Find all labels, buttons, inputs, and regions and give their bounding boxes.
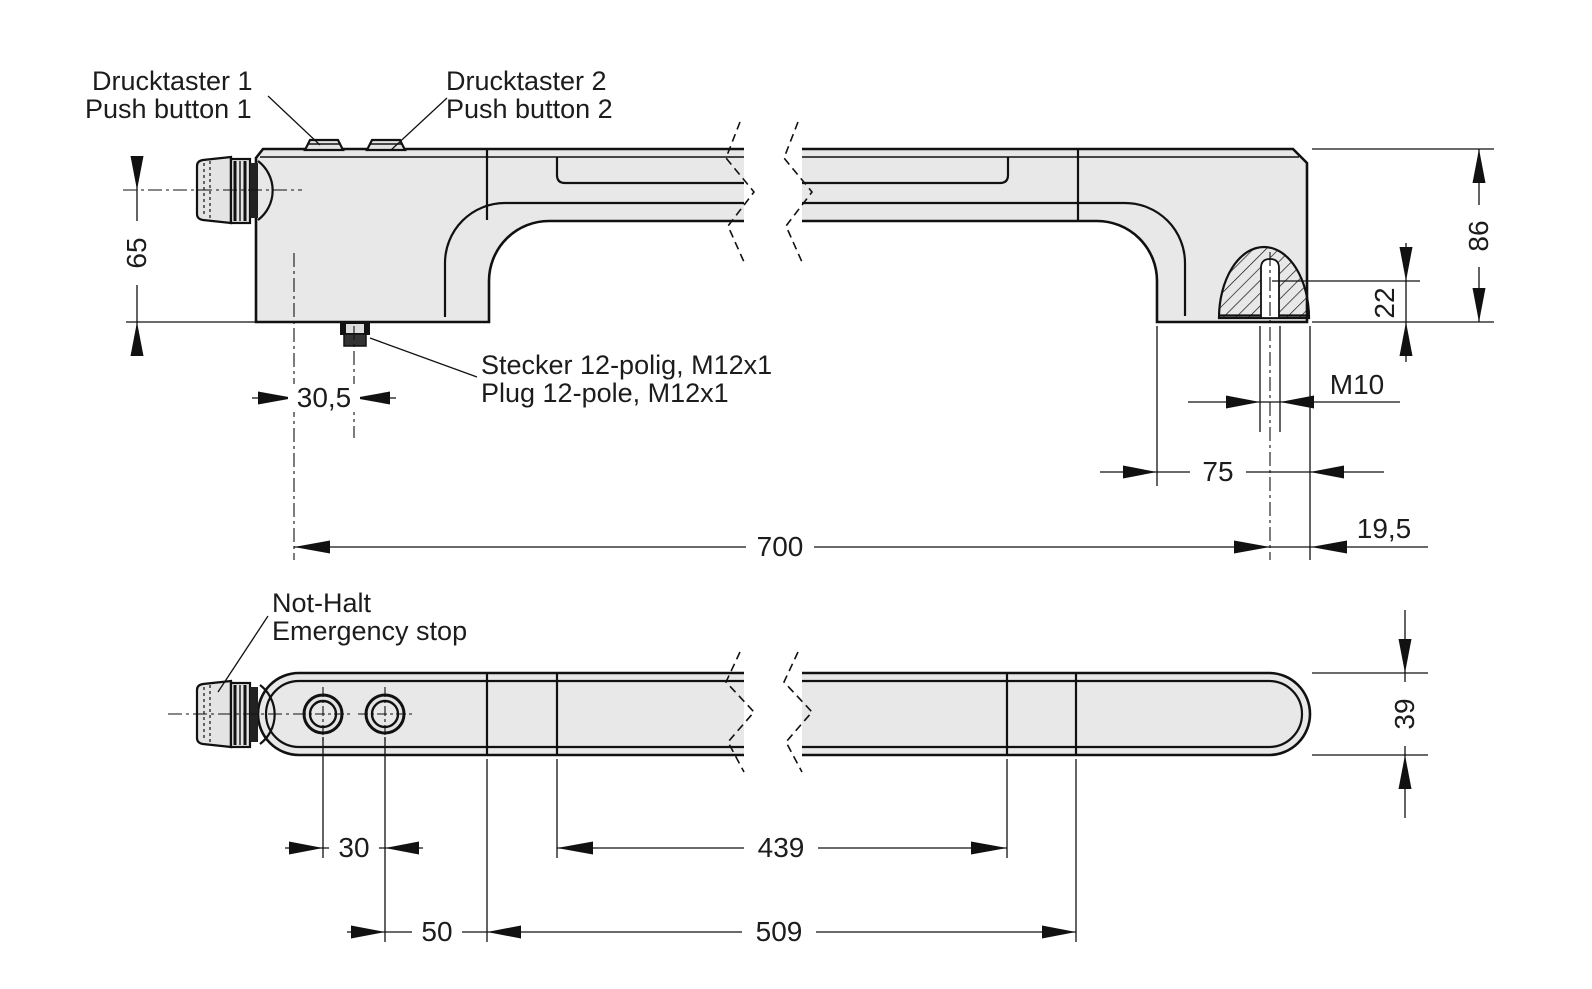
dim-m10-text: M10: [1330, 369, 1384, 400]
dim-439-text: 439: [758, 832, 805, 863]
callout-estop: Not-Halt Emergency stop: [217, 588, 467, 693]
push-button-2-label-en: Push button 2: [446, 94, 613, 124]
plug-label-de: Stecker 12-polig, M12x1: [481, 350, 772, 380]
dimension-19-5: 19,5: [1270, 326, 1428, 560]
inner-contour: [443, 201, 1187, 317]
dimension-22: 22: [1272, 243, 1420, 362]
dimensions: 65 30,5 700 19,5: [121, 148, 1494, 947]
callout-plug: Stecker 12-polig, M12x1 Plug 12-pole, M1…: [369, 337, 772, 408]
side-view-outline: [254, 147, 1309, 324]
dimension-65: 65: [121, 156, 258, 356]
dimension-50-509: 50 509: [347, 759, 1077, 947]
dimension-m10: M10: [1188, 326, 1400, 432]
plug-label-en: Plug 12-pole, M12x1: [481, 378, 729, 408]
dim-509-text: 509: [756, 916, 803, 947]
dim-30-text: 30: [338, 832, 369, 863]
callout-push-button-1: Drucktaster 1 Push button 1: [85, 66, 321, 146]
dim-700-text: 700: [757, 531, 804, 562]
dim-50-text: 50: [421, 916, 452, 947]
dim-19-5-text: 19,5: [1357, 513, 1412, 544]
push-button-1-label-en: Push button 1: [85, 94, 252, 124]
dim-75-text: 75: [1202, 456, 1233, 487]
dimension-86: 86: [1312, 148, 1494, 323]
dimension-39: 39: [1312, 610, 1428, 818]
break-symbols: [725, 121, 814, 773]
plug-m12: [340, 322, 370, 347]
dim-39-text: 39: [1389, 698, 1420, 729]
dim-30-5-text: 30,5: [297, 382, 352, 413]
callout-push-button-2: Drucktaster 2 Push button 2: [390, 66, 613, 151]
button-1-circle: [296, 687, 350, 741]
button-2-circle: [358, 687, 412, 741]
dim-22-text: 22: [1369, 287, 1400, 318]
estop-dome-arc: [257, 160, 274, 221]
estop-label-en: Emergency stop: [272, 616, 467, 646]
dimension-30-5: 30,5: [252, 382, 396, 413]
push-button-2-label-de: Drucktaster 2: [446, 66, 607, 96]
dimension-30: 30: [285, 737, 423, 942]
callouts: Drucktaster 1 Push button 1 Drucktaster …: [85, 66, 772, 693]
estop-label-de: Not-Halt: [272, 588, 372, 618]
top-view: [168, 671, 1312, 757]
dimension-439: 439: [556, 759, 1008, 863]
dim-86-text: 86: [1463, 220, 1494, 251]
push-button-1-label-de: Drucktaster 1: [92, 66, 253, 96]
dim-65-text: 65: [121, 237, 152, 268]
dimension-75: 75: [1100, 326, 1384, 487]
push-button-1: [303, 138, 345, 152]
dimension-700: 700: [294, 531, 1270, 562]
